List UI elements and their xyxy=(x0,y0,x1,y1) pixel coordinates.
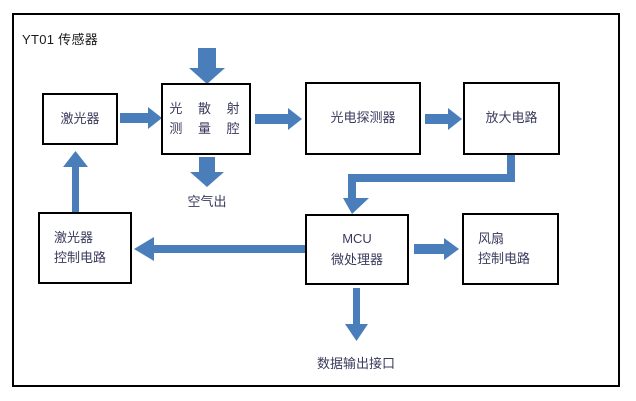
block-laser-control-circuit[interactable]: 激光器 控制电路 xyxy=(38,212,132,284)
block-amplifier-circuit-line-1: 放大电路 xyxy=(485,110,538,126)
block-photodetector[interactable]: 光电探测器 xyxy=(305,82,421,155)
block-fan-control-circuit[interactable]: 风扇 控制电路 xyxy=(462,213,559,285)
diagram-title: YT01 传感器 xyxy=(22,32,99,47)
block-laser-control-circuit-line-1: 激光器 xyxy=(54,229,94,245)
sensor-enclosure-border xyxy=(12,13,620,387)
block-amplifier-circuit[interactable]: 放大电路 xyxy=(463,82,560,155)
block-laser[interactable]: 激光器 xyxy=(42,93,118,145)
block-fan-control-circuit-line-2: 控制电路 xyxy=(478,251,531,266)
block-scattering-chamber-line-1: 光 散 射 xyxy=(169,100,246,116)
block-mcu-line-2: 微处理器 xyxy=(330,251,383,267)
block-mcu[interactable]: MCU 微处理器 xyxy=(305,214,409,285)
block-fan-control-circuit-line-1: 风扇 xyxy=(478,230,505,246)
label-data-output-interface: 数据输出接口 xyxy=(316,356,396,371)
block-laser-control-circuit-line-2: 控制电路 xyxy=(54,250,107,265)
block-laser-line-1: 激光器 xyxy=(60,110,100,126)
label-air-out: 空气出 xyxy=(187,194,227,209)
block-photodetector-line-1: 光电探测器 xyxy=(330,110,396,126)
block-mcu-line-1: MCU xyxy=(342,231,372,247)
block-scattering-chamber-line-2: 测 量 腔 xyxy=(169,121,246,136)
block-scattering-chamber[interactable]: 光 散 射 测 量 腔 xyxy=(161,83,251,155)
